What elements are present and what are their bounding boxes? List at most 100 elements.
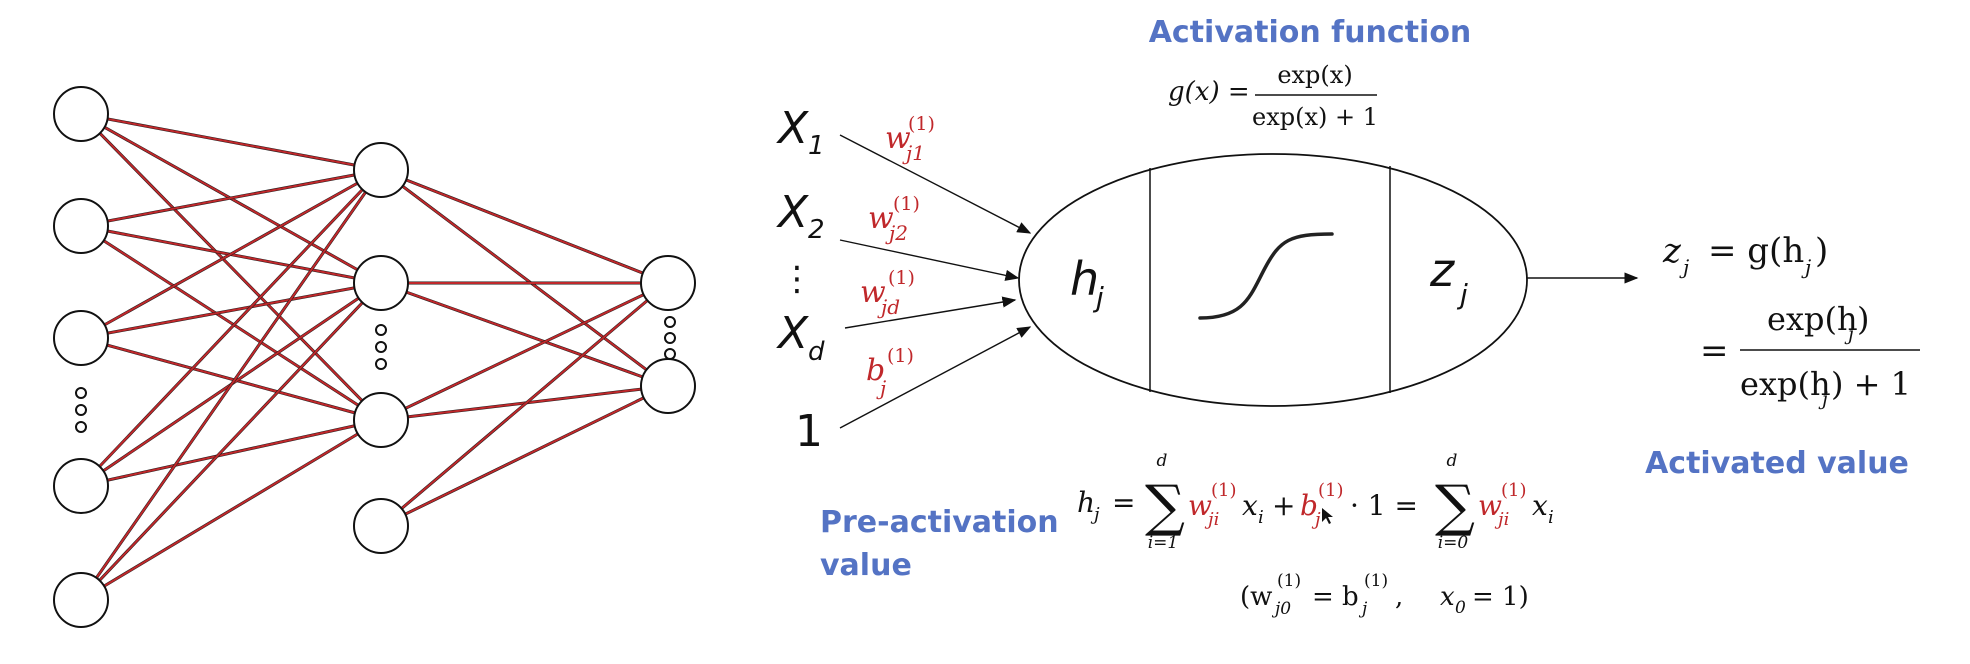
preact-w2: w: [1478, 489, 1502, 522]
weight-w-j2: w j2 (1): [868, 193, 920, 245]
preact-h: h: [1077, 486, 1095, 519]
neuron-z: z: [1429, 243, 1455, 297]
edge-l1-0-l2-1: [380, 169, 669, 387]
neuron-post-activation: z j: [1429, 243, 1468, 311]
edge-l0-2-l1-0: [80, 169, 382, 339]
output-eq: =: [1700, 331, 1729, 371]
node-layer2-0: [640, 255, 696, 311]
note-eq1: = b: [1312, 582, 1359, 612]
activation-function-title: Activation function: [1149, 15, 1472, 50]
note-x-sub: 0: [1455, 598, 1466, 618]
input-x1: X 1: [776, 103, 825, 161]
preact-b-sub: j: [1311, 509, 1321, 530]
preact-w-sup: (1): [1211, 480, 1237, 501]
node-layer1-2: [353, 392, 409, 448]
output-num: exp(h: [1767, 300, 1858, 338]
input-x1-var: X: [776, 103, 809, 154]
weight-b-j: b j (1): [866, 345, 914, 400]
preact-w2-sub: ji: [1494, 509, 1509, 530]
preact-x2-sub: i: [1548, 507, 1554, 528]
sum2-top: d: [1447, 451, 1458, 471]
node-layer0-1: [53, 198, 109, 254]
preact-h-sub: j: [1090, 504, 1100, 525]
edge-l1-0-l2-0: [380, 169, 669, 284]
input-layer-ellipsis: [75, 387, 87, 433]
preact-w-sub: ji: [1204, 509, 1219, 530]
output-z: z: [1662, 231, 1682, 271]
note-w-sub: j0: [1271, 599, 1291, 619]
weight-b-j-sup: (1): [887, 345, 914, 367]
edge-l0-2-l1-1: [80, 282, 382, 339]
preact-w: w: [1188, 489, 1212, 522]
input-ellipsis: ⋮: [780, 259, 814, 299]
output-g-close: ): [1815, 231, 1828, 271]
input-x2: X 2: [776, 187, 825, 245]
sum2-bottom: i=0: [1438, 533, 1469, 553]
preact-x-sub: i: [1258, 507, 1264, 528]
edge-l1-2-l2-0: [380, 282, 669, 421]
weight-w-j1-sup: (1): [908, 113, 935, 135]
output-den-close: ) + 1: [1831, 365, 1911, 403]
output-den-sub: j: [1818, 388, 1828, 410]
preact-b-sup: (1): [1318, 480, 1344, 501]
preact-w2-sup: (1): [1501, 480, 1527, 501]
output-g-open: = g(h: [1708, 231, 1804, 271]
node-layer1-1: [353, 255, 409, 311]
pre-activation-label-line2: value: [820, 548, 912, 583]
sigmoid-curve-icon: [1198, 232, 1334, 320]
node-layer0-3: [53, 458, 109, 514]
weight-w-j2-sup: (1): [893, 193, 920, 215]
sum2-sigma: ∑: [1435, 474, 1475, 539]
edge-l0-0-l1-2: [80, 113, 382, 421]
edge-l1-3-l2-1: [380, 385, 669, 527]
preact-eq: =: [1112, 486, 1135, 519]
weight-w-j1-sub: j1: [902, 141, 925, 165]
output-num-sub: j: [1844, 323, 1854, 345]
preact-x2: x: [1532, 489, 1548, 522]
arrow-bias: [839, 326, 1032, 429]
edge-l0-1-l1-2: [80, 225, 382, 421]
activated-value-label: Activated value: [1645, 446, 1909, 481]
input-xd-sub: d: [808, 337, 825, 367]
edge-l0-3-l1-0: [80, 169, 382, 487]
edge-l0-1-l1-0: [80, 169, 382, 227]
input-arrows: [839, 134, 1032, 429]
arrow-xd: [844, 296, 1017, 329]
pre-activation-formula: h j = d ∑ i=1 w ji (1) x i + b j (1) · 1…: [1077, 451, 1554, 553]
edge-l1-3-l2-0: [380, 282, 669, 527]
input-x1-sub: 1: [808, 131, 825, 161]
note-b-sub: j: [1358, 599, 1368, 619]
note-open: (w: [1240, 582, 1272, 612]
sum1-top: d: [1157, 451, 1168, 471]
input-x2-var: X: [776, 187, 809, 238]
node-layer1-3: [353, 498, 409, 554]
activation-denominator: exp(x) + 1: [1252, 103, 1378, 131]
edge-l0-0-l1-0: [80, 113, 382, 171]
weight-w-j2-sub: j2: [885, 221, 908, 245]
node-layer2-1: [640, 358, 696, 414]
weight-w-jd: w jd (1): [860, 267, 915, 319]
weight-w-j1-base: w: [885, 121, 911, 156]
edge-l0-4-l1-0: [80, 169, 382, 601]
weight-b-j-sub: j: [876, 376, 886, 400]
network-diagram: [53, 86, 696, 628]
node-layer0-0: [53, 86, 109, 142]
sum1-sigma: ∑: [1145, 474, 1185, 539]
note-comma: ,: [1395, 582, 1403, 612]
edge-l0-4-l1-2: [80, 419, 382, 601]
note-eq2: = 1): [1472, 582, 1529, 612]
weight-w-jd-sup: (1): [888, 267, 915, 289]
neuron-h: h: [1070, 252, 1099, 306]
node-layer0-4: [53, 572, 109, 628]
hidden-layer-ellipsis: [375, 324, 387, 370]
pre-activation-label-line1: Pre-activation: [820, 505, 1059, 540]
note-b-sup: (1): [1364, 571, 1388, 591]
input-xd: X d: [776, 308, 825, 367]
output-num-close: ): [1857, 300, 1869, 338]
note-w-sup: (1): [1277, 571, 1301, 591]
preact-x: x: [1242, 489, 1258, 522]
neuron-diagram: Activation function g(x) = exp(x) exp(x)…: [776, 15, 1639, 457]
weight-w-jd-sub: jd: [877, 295, 900, 319]
note-x: x: [1440, 582, 1455, 612]
weight-w-j2-base: w: [868, 201, 894, 236]
